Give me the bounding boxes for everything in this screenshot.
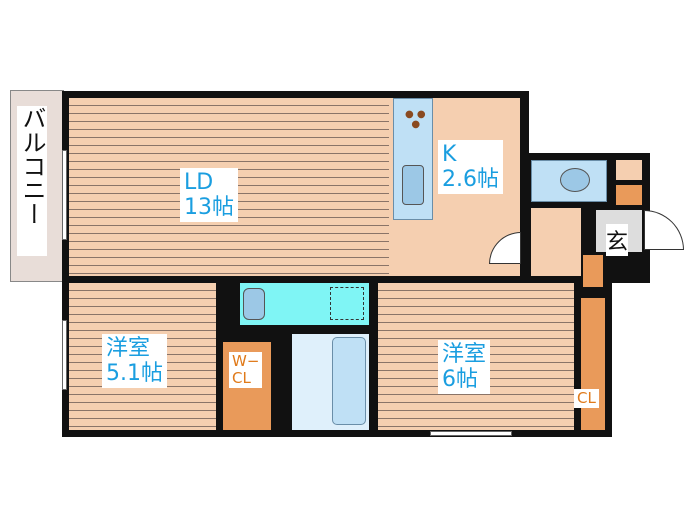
sink-icon xyxy=(402,165,424,205)
entrance-label: 玄 xyxy=(606,224,629,256)
washing-machine-icon xyxy=(330,287,364,320)
entrance-door[interactable] xyxy=(644,210,684,250)
hall xyxy=(531,208,581,276)
closet xyxy=(581,298,605,430)
wcl-name: W− xyxy=(232,352,260,370)
walk-in-closet-label: W−CL xyxy=(229,352,263,388)
western2-size: 6帖 xyxy=(442,367,478,392)
wcl-name2: CL xyxy=(232,369,251,387)
window-south xyxy=(430,431,512,436)
shoe-box xyxy=(616,185,642,205)
ld-size: 13帖 xyxy=(184,195,234,220)
kitchen-size: 2.6帖 xyxy=(442,167,499,192)
washbasin-icon xyxy=(243,288,265,320)
ld-name: LD xyxy=(184,170,214,195)
stove-icon: ● ● ● xyxy=(405,109,426,130)
bathtub xyxy=(332,337,366,425)
window-west xyxy=(62,150,67,240)
western2-name: 洋室 xyxy=(442,342,487,367)
kitchen-name: K xyxy=(442,142,457,167)
balcony-label: バルコニー xyxy=(17,106,47,256)
shoe-box-top xyxy=(616,160,642,180)
western1-size: 5.1帖 xyxy=(106,361,163,386)
closet-label: CL xyxy=(574,389,599,408)
western1-name: 洋室 xyxy=(106,336,151,361)
toilet-icon xyxy=(560,168,590,192)
window-west-2 xyxy=(62,320,67,390)
closet-upper xyxy=(583,255,603,287)
